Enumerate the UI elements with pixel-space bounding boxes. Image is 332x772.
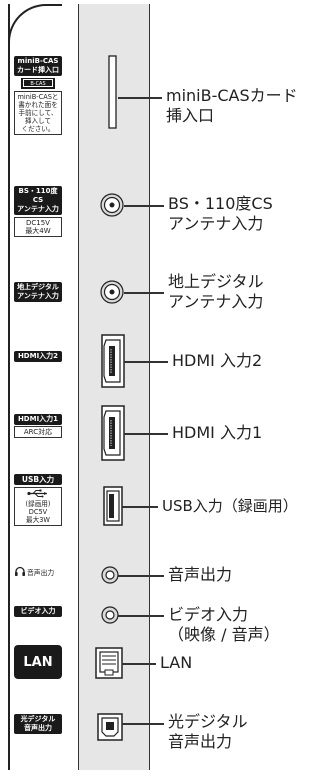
minib-note-3: 手前にして、 [18,109,58,117]
usb-callout-line [122,506,158,508]
optical-title-2: 音声出力 [24,724,52,732]
minib-note-1: miniB-CASと [17,93,59,101]
usb-title: USB入力 [14,474,62,485]
terrestrial-label: 地上デジタル アンテナ入力 [14,282,62,302]
headphone-icon [15,566,25,576]
lan-title: LAN [23,654,53,670]
bs-callout: BS・110度CS アンテナ入力 [168,194,273,234]
minib-note-2: 書かれた面を [18,101,58,109]
b-cas-card-icon: B-CAS [21,78,55,89]
minib-callout: miniB-CASカード 挿入口 [166,86,298,126]
audio-out-small-label: 音声出力 [27,568,55,577]
lan-label: LAN [14,645,62,679]
optical-callout: 光デジタル 音声出力 [168,712,248,752]
optical-label: 光デジタル 音声出力 [14,714,62,734]
minib-title-1: miniB-CAS [17,57,59,65]
bs-cs-label: BS・110度CS アンテナ入力 DC15V 最大4W [14,186,62,237]
video-callout-line [118,615,164,617]
minib-cas-label: miniB-CAS カード挿入口 B-CAS miniB-CASと 書かれた面を… [14,56,62,135]
usb-note-2: DC5V [28,508,48,516]
hdmi1-label: HDMI入力1 ARC対応 [14,414,62,438]
bs-note-1: DC15V [26,219,50,227]
hdmi1-callout: HDMI 入力1 [172,423,263,442]
bs-callout-1: BS・110度CS [168,194,273,213]
bs-title-1: BS・110度CS [18,187,58,204]
minib-cas-slot [108,55,117,129]
minib-title-2: カード挿入口 [17,66,59,74]
usb-callout: USB入力（録画用） [162,497,298,515]
hdmi2-port [101,334,125,388]
b-cas-icon-text: B-CAS [23,79,53,87]
video-callout: ビデオ入力 （映像 / 音声） [168,605,280,645]
optical-callout-1: 光デジタル [168,712,248,731]
terr-callout-2: アンテナ入力 [168,292,264,311]
bs-callout-2: アンテナ入力 [168,214,264,233]
usb-icon [27,489,47,498]
bs-note-2: 最大4W [25,227,51,235]
minib-callout-line [118,97,162,99]
side-strip-edge [8,4,10,770]
video-in-label: ビデオ入力 [14,606,62,617]
ports-drawing [95,55,125,741]
lan-callout: LAN [160,653,193,672]
hdmi1-callout-line [124,433,168,435]
terr-callout: 地上デジタル アンテナ入力 [168,272,264,312]
hdmi1-note: ARC対応 [14,426,62,438]
terrestrial-antenna-port [100,280,124,304]
hdmi2-callout: HDMI 入力2 [172,351,263,370]
side-label-strip [8,4,66,770]
minib-note-4: 挿入して [24,117,52,125]
terr-callout-line [124,292,164,294]
audio-out-jack [101,566,119,584]
video-callout-1: ビデオ入力 [168,605,249,624]
terr-title-2: アンテナ入力 [17,292,59,300]
bs-callout-line [124,205,164,207]
minib-callout-2: 挿入口 [166,106,215,125]
optical-callout-line [122,723,164,725]
hdmi2-callout-line [124,361,168,363]
usb-port [103,486,123,526]
optical-port [97,713,123,741]
bs-antenna-port [100,193,124,217]
audio-out-label: 音声出力 [14,566,66,577]
optical-callout-2: 音声出力 [168,732,233,751]
usb-note-3: 最大3W [26,516,50,524]
hdmi1-port [101,405,125,461]
video-callout-2: （映像 / 音声） [168,625,280,644]
terr-callout-1: 地上デジタル [168,272,264,291]
video-in-jack [101,606,119,624]
hdmi2-label: HDMI入力2 [14,351,62,362]
minib-note-5: ください。 [21,125,55,133]
lan-callout-line [122,663,156,665]
terr-title-1: 地上デジタル [17,283,59,291]
audio-callout-line [118,575,164,577]
minib-callout-1: miniB-CASカード [166,86,298,105]
optical-title-1: 光デジタル [20,715,56,723]
video-in-title: ビデオ入力 [14,606,62,617]
hdmi2-title: HDMI入力2 [14,351,62,362]
bs-title-2: アンテナ入力 [17,205,59,213]
audio-callout: 音声出力 [168,565,233,584]
hdmi1-title: HDMI入力1 [14,414,62,425]
usb-note-1: (録画用) [25,500,51,508]
usb-label: USB入力 (録画用) DC5V 最大3W [14,474,62,526]
lan-port [95,647,123,679]
